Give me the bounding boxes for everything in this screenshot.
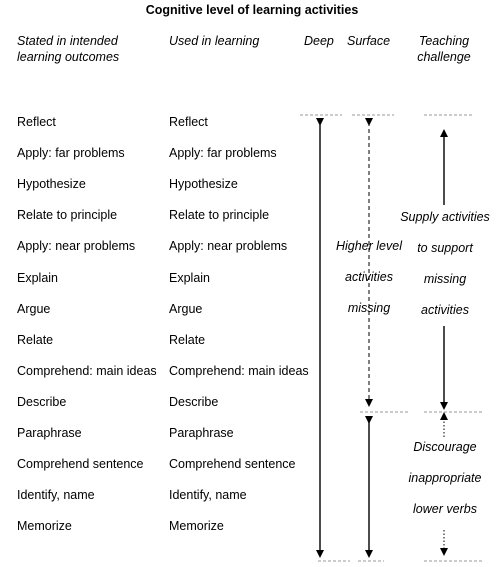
verb-item: Memorize xyxy=(17,519,72,534)
verb-item: Reflect xyxy=(169,115,208,129)
header-used: Used in learning xyxy=(169,34,260,48)
diagram-title: Cognitive level of learning activities xyxy=(145,3,359,17)
header-stated: Stated in intended learning outcomes xyxy=(17,34,120,64)
verb-item: Relate to principle xyxy=(17,208,118,223)
verb-item: Apply: far problems xyxy=(17,146,125,161)
verb-item: Describe xyxy=(169,394,219,409)
verb-item: Hypothesize xyxy=(17,177,86,192)
header-surface: Surface xyxy=(347,34,391,48)
verb-item: Memorize xyxy=(169,519,224,534)
discourage-annotation: Discourage inappropriate lower verbs xyxy=(408,440,482,516)
verb-item: Apply: near problems xyxy=(17,239,136,254)
header-teaching: Teaching challenge xyxy=(417,34,471,64)
verb-item: Describe xyxy=(17,394,67,409)
verb-item: Argue xyxy=(17,301,51,316)
verb-item: Identify, name xyxy=(17,488,95,503)
verb-item: Paraphrase xyxy=(169,426,234,440)
header-deep: Deep xyxy=(304,34,334,48)
verb-item: Argue xyxy=(169,301,203,316)
verb-item: Apply: far problems xyxy=(169,146,277,161)
verb-item: Explain xyxy=(169,270,210,285)
verb-item: Paraphrase xyxy=(17,426,82,440)
verb-item: Relate xyxy=(169,332,206,347)
verb-item: Relate xyxy=(17,332,54,347)
verb-item: Hypothesize xyxy=(169,177,238,192)
verb-item: Explain xyxy=(17,270,58,285)
verb-item: Comprehend: main ideas xyxy=(17,363,157,378)
verb-item: Comprehend sentence xyxy=(17,457,144,472)
verb-item: Apply: near problems xyxy=(169,239,288,254)
verb-item: Relate to principle xyxy=(169,208,270,223)
verb-item: Identify, name xyxy=(169,488,247,503)
verb-item: Comprehend: main ideas xyxy=(169,363,309,378)
verb-item: Reflect xyxy=(17,115,56,129)
verb-item: Comprehend sentence xyxy=(169,457,296,472)
supply-activities-annotation: Supply activities to support missing act… xyxy=(400,210,490,317)
